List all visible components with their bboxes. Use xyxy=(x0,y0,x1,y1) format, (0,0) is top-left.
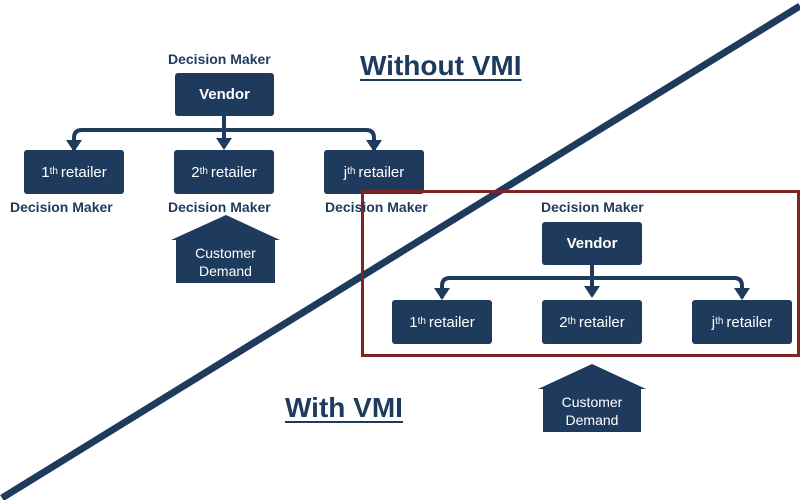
retailer-label: retailer xyxy=(358,163,405,181)
retailer-ordinal: 2 xyxy=(559,313,568,331)
retailer-ordinal: 1 xyxy=(409,313,418,331)
vendor-label: Vendor xyxy=(566,235,618,252)
retailer-label: retailer xyxy=(210,163,257,181)
without-vmi-customer-demand: Customer Demand xyxy=(176,244,275,280)
diagonal-divider xyxy=(0,3,800,500)
with-vmi-heading: With VMI xyxy=(285,392,403,423)
without-vmi-arrowheads xyxy=(66,138,382,152)
retailer-label: retailer xyxy=(578,313,625,331)
with-vmi-demand-arrow xyxy=(538,364,646,432)
with-vmi-customer-demand: Customer Demand xyxy=(543,393,641,429)
vendor-box: Vendor xyxy=(175,73,274,116)
retailer-ordinal-suffix: th xyxy=(715,315,724,327)
vendor-label: Vendor xyxy=(199,86,250,103)
retailer-ordinal-suffix: th xyxy=(417,315,426,327)
retailer-ordinal: j xyxy=(343,163,348,181)
vendor-decision-maker-label: Decision Maker xyxy=(168,51,271,67)
demand-line-1: Customer xyxy=(561,394,623,410)
retailer-ordinal-suffix: th xyxy=(199,165,208,177)
retailer-2-decision-maker-label: Decision Maker xyxy=(168,199,271,215)
retailer-ordinal-suffix: th xyxy=(567,315,576,327)
retailer-ordinal-suffix: th xyxy=(347,165,356,177)
retailer-label: retailer xyxy=(428,313,475,331)
demand-line-2: Demand xyxy=(565,412,619,428)
retailer-label: retailer xyxy=(726,313,773,331)
vmi-vendor-decision-maker-label: Decision Maker xyxy=(541,199,644,215)
without-vmi-heading: Without VMI xyxy=(360,50,522,81)
retailer-ordinal-suffix: th xyxy=(49,165,58,177)
vmi-integration-frame xyxy=(361,190,800,357)
demand-line-2: Demand xyxy=(199,263,252,279)
demand-line-1: Customer xyxy=(195,245,256,261)
retailer-ordinal: 2 xyxy=(191,163,200,181)
retailer-1-decision-maker-label: Decision Maker xyxy=(10,199,113,215)
vmi-vendor-box: Vendor xyxy=(542,222,642,265)
without-vmi-demand-arrow xyxy=(171,215,280,283)
retailer-ordinal: j xyxy=(711,313,716,331)
retailer-ordinal: 1 xyxy=(41,163,50,181)
with-vmi-arrowheads xyxy=(434,286,750,300)
retailer-label: retailer xyxy=(60,163,107,181)
retailer-j-decision-maker-label: Decision Maker xyxy=(325,199,428,215)
